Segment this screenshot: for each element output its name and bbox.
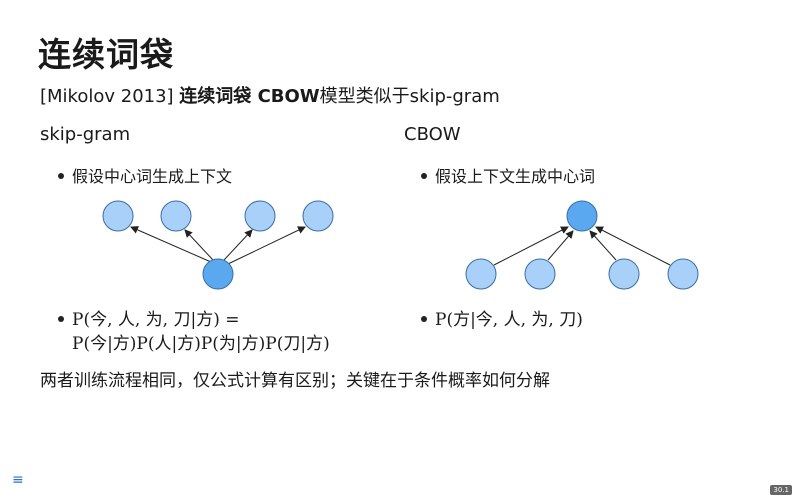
slide-title: 连续词袋 <box>38 35 174 74</box>
cbow-context-node-2 <box>524 258 556 290</box>
cbow-bullet: 假设上下文生成中心词 <box>421 163 595 187</box>
skipgram-arrow-2 <box>184 229 214 261</box>
skipgram-arrow-4 <box>227 226 306 265</box>
subtitle-rest: 模型类似于skip-gram <box>319 86 500 107</box>
cbow-formula: P(方|今, 人, 为, 刀) <box>421 305 583 330</box>
bullet-dot <box>421 172 427 179</box>
skipgram-bullet: 假设中心词生成上下文 <box>58 163 232 187</box>
skipgram-arrow-1 <box>130 226 212 263</box>
cbow-context-node-3 <box>608 258 640 290</box>
subtitle-reference: [Mikolov 2013] <box>40 86 180 107</box>
cbow-arrow-3 <box>589 230 617 261</box>
skipgram-context-node-3 <box>244 200 276 232</box>
bullet-dot <box>421 315 427 322</box>
cbow-diagram <box>465 200 699 290</box>
cbow-heading: CBOW <box>404 124 461 145</box>
skipgram-context-node-4 <box>302 200 334 232</box>
cbow-context-node-1 <box>465 258 497 290</box>
cbow-arrow-2 <box>547 230 574 261</box>
menu-icon[interactable]: ≡ <box>12 472 24 488</box>
bullet-dot <box>58 172 64 179</box>
slide-subtitle: [Mikolov 2013] 连续词袋 CBOW模型类似于skip-gram <box>40 82 500 108</box>
cbow-arrow-1 <box>493 226 569 266</box>
skipgram-diagram <box>102 200 334 290</box>
cbow-center-node <box>566 200 598 232</box>
subtitle-bold: 连续词袋 CBOW <box>179 86 320 107</box>
cbow-context-node-4 <box>667 258 699 290</box>
cbow-formula-line1: P(方|今, 人, 为, 刀) <box>435 310 583 330</box>
skipgram-bullet-text: 假设中心词生成上下文 <box>72 167 233 186</box>
cbow-bullet-text: 假设上下文生成中心词 <box>435 167 596 186</box>
skipgram-context-node-1 <box>102 200 134 232</box>
skipgram-formula-line1: P(今, 人, 为, 刀|方) = <box>72 310 240 330</box>
conclusion-text: 两者训练流程相同，仅公式计算有区别；关键在于条件概率如何分解 <box>40 371 550 391</box>
skipgram-context-node-2 <box>160 200 192 232</box>
skipgram-arrow-3 <box>223 229 253 261</box>
bullet-dot <box>58 315 64 322</box>
skipgram-center-node <box>202 258 234 290</box>
skipgram-formula-line2: P(今|方)P(人|方)P(为|方)P(刀|方) <box>72 334 330 354</box>
skipgram-formula: P(今, 人, 为, 刀|方) = <box>58 305 240 330</box>
page-number: 30.1 <box>770 485 792 495</box>
skipgram-heading: skip-gram <box>40 124 131 145</box>
cbow-arrow-4 <box>595 226 671 266</box>
